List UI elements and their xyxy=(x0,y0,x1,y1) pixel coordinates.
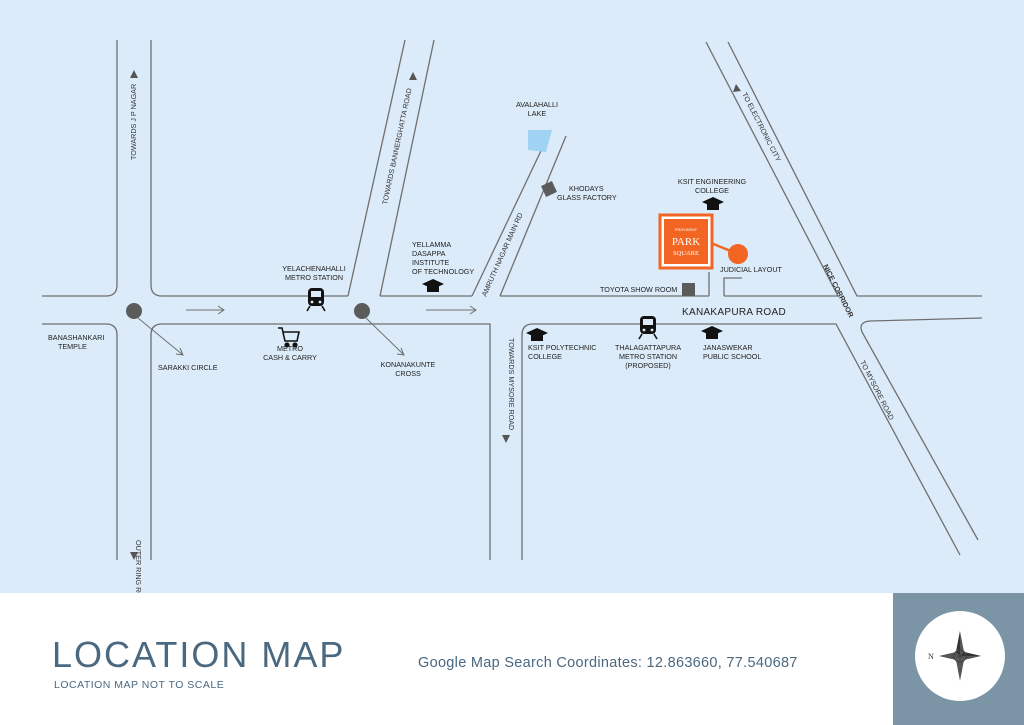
road-jp-nagar-left xyxy=(42,40,118,297)
metro-icon xyxy=(306,288,326,312)
factory-marker-icon xyxy=(541,181,557,197)
location-map: PROVIDENT PARK SQUARE KANAKAPURA ROAD TO… xyxy=(0,0,1024,593)
road-outer-ring-right xyxy=(150,323,491,560)
arrow-diagonal-icon xyxy=(137,317,184,356)
footer-panel xyxy=(0,593,1024,725)
triangle-down-icon xyxy=(130,552,138,560)
arrow-right-icon xyxy=(186,305,225,315)
road-label-jp-nagar: TOWARDS J P NAGAR xyxy=(129,84,138,160)
graduation-cap-icon xyxy=(702,197,724,210)
road-amruth-left xyxy=(471,135,549,297)
label-janaswekar: JANASWEKAR xyxy=(703,343,753,352)
label-institute: INSTITUTE xyxy=(412,258,449,267)
label-sarakki-circle: SARAKKI CIRCLE xyxy=(158,363,218,372)
project-name-line1: PARK xyxy=(672,236,700,248)
sarakki-circle-marker xyxy=(126,303,142,319)
arrow-right-icon xyxy=(426,305,477,315)
label-konanakunte: KONANAKUNTE xyxy=(381,360,436,369)
road-amruth-right xyxy=(499,135,567,297)
showroom-marker-icon xyxy=(682,283,695,296)
label-ksit-engineering: KSIT ENGINEERING xyxy=(678,177,747,186)
label-dasappa: DASAPPA xyxy=(412,249,446,258)
road-outer-ring-left xyxy=(42,323,118,560)
road-electronic-city-right xyxy=(727,41,982,297)
arrow-diagonal-icon xyxy=(365,317,405,356)
label-proposed: (PROPOSED) xyxy=(625,361,671,370)
compass-disc: N xyxy=(915,611,1005,701)
triangle-up-icon xyxy=(733,84,741,92)
label-public-school: PUBLIC SCHOOL xyxy=(703,352,761,361)
triangle-up-icon xyxy=(409,72,417,80)
label-ksit-poly-college: COLLEGE xyxy=(528,352,562,361)
label-glass-factory: GLASS FACTORY xyxy=(557,193,617,202)
label-thalagattapura: THALAGATTAPURA xyxy=(615,343,681,352)
label-toyota: TOYOTA SHOW ROOM xyxy=(600,285,677,294)
label-yelachenahalli: YELACHENAHALLI xyxy=(282,264,346,273)
kanakapura-road-label: KANAKAPURA ROAD xyxy=(682,307,786,318)
shopping-cart-icon xyxy=(278,327,300,348)
graduation-cap-icon xyxy=(701,326,723,339)
label-avalahalli: AVALAHALLI xyxy=(516,100,558,109)
label-metro: METRO xyxy=(277,344,303,353)
road-bannerghatta-right xyxy=(379,39,435,297)
graduation-cap-icons xyxy=(422,197,724,341)
road-jp-nagar-right xyxy=(150,40,348,297)
triangle-up-icon xyxy=(130,70,138,78)
konanakunte-cross-marker xyxy=(354,303,370,319)
project-brand: PROVIDENT xyxy=(675,228,698,232)
label-khodays: KHODAYS xyxy=(569,184,604,193)
road-kanakapura-bottom xyxy=(521,323,961,560)
label-banashankari-temple: TEMPLE xyxy=(58,342,87,351)
project-marker: PROVIDENT PARK SQUARE xyxy=(658,213,748,270)
graduation-cap-icon xyxy=(526,328,548,341)
project-logo-fill xyxy=(664,219,708,264)
label-ksit-polytechnic: KSIT POLYTECHNIC xyxy=(528,343,596,352)
label-yelachenahalli-metro: METRO STATION xyxy=(285,273,343,282)
page-title: LOCATION MAP xyxy=(52,634,346,675)
label-yellamma: YELLAMMA xyxy=(412,240,451,249)
road-mysore-right xyxy=(860,317,983,541)
triangle-down-icon xyxy=(502,435,510,443)
road-electronic-city-left xyxy=(705,41,840,297)
road-label-outer-ring: OUTER RING ROAD xyxy=(134,540,143,593)
compass-rose-icon: N xyxy=(928,631,981,681)
graduation-cap-icon xyxy=(422,279,444,292)
label-thalagattapura-metro: METRO STATION xyxy=(619,352,677,361)
label-judicial-layout: JUDICIAL LAYOUT xyxy=(720,265,783,274)
label-of-technology: OF TECHNOLOGY xyxy=(412,267,474,276)
label-lake: LAKE xyxy=(528,109,547,118)
road-end-markers xyxy=(130,70,741,560)
road-label-mysore-road: TOWARDS MYSORE ROAD xyxy=(507,338,516,430)
road-judicial-layout xyxy=(723,277,742,296)
label-cash-carry: CASH & CARRY xyxy=(263,353,317,362)
compass-panel: N xyxy=(893,593,1024,725)
metro-icon xyxy=(638,316,658,340)
project-name-line2: SQUARE xyxy=(673,250,699,257)
road-bannerghatta-left xyxy=(347,39,406,297)
road-network xyxy=(42,39,983,560)
direction-arrows xyxy=(137,305,477,356)
label-ksit-eng-college: COLLEGE xyxy=(695,186,729,195)
lake-shape xyxy=(528,130,552,152)
compass-north-label: N xyxy=(928,652,934,661)
project-location-dot xyxy=(728,244,748,264)
label-konanakunte-cross: CROSS xyxy=(395,369,421,378)
page-subtitle: LOCATION MAP NOT TO SCALE xyxy=(54,679,225,691)
place-labels: BANASHANKARI TEMPLE SARAKKI CIRCLE METRO… xyxy=(48,100,783,378)
map-coordinates: Google Map Search Coordinates: 12.863660… xyxy=(418,655,798,671)
label-banashankari: BANASHANKARI xyxy=(48,333,104,342)
